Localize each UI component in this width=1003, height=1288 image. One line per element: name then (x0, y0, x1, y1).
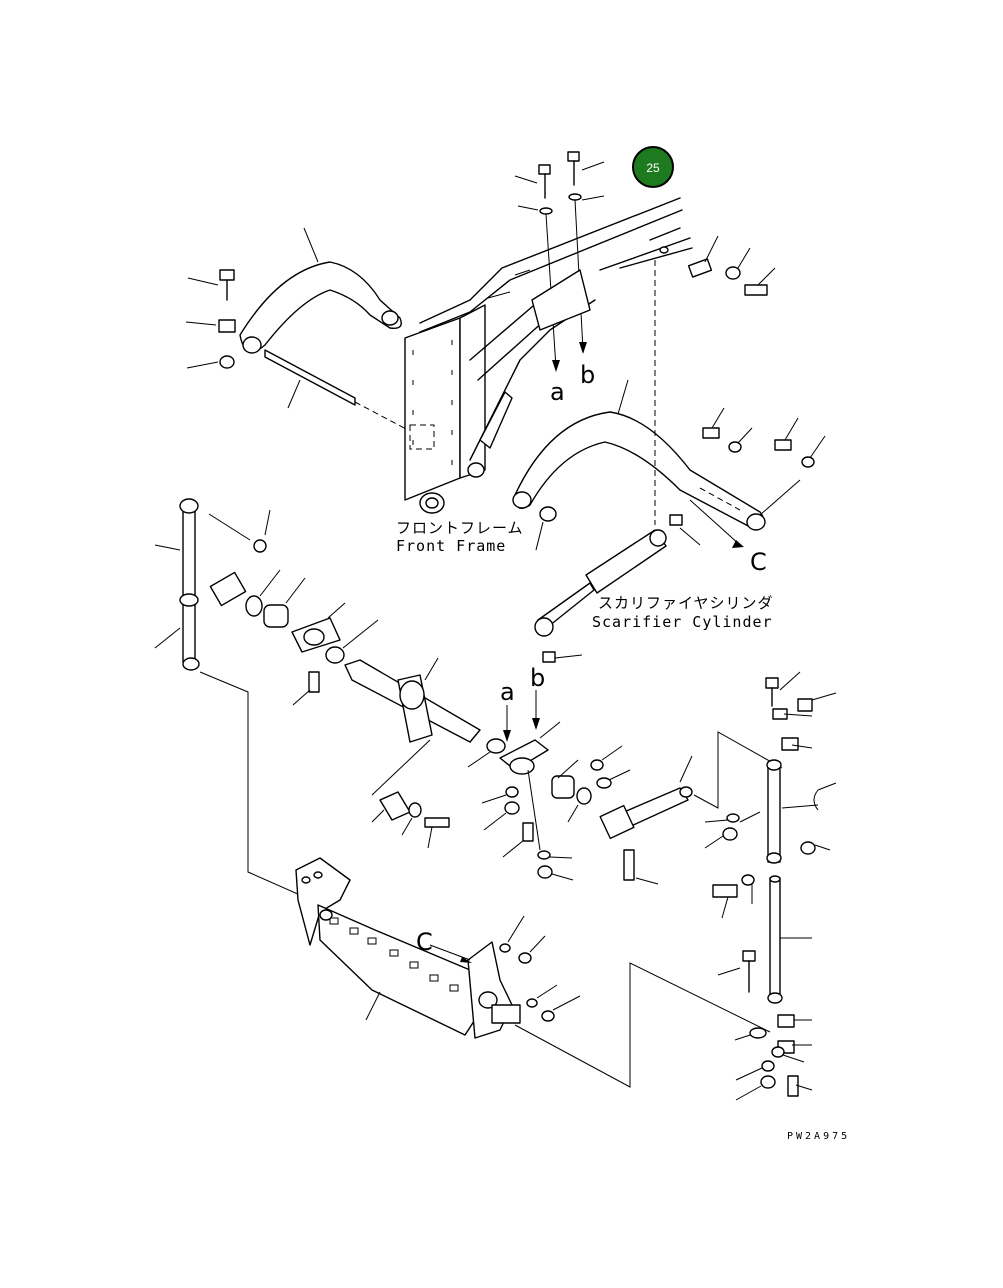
scarifier-label-en: Scarifier Cylinder (592, 613, 773, 631)
ref-a-top: a (550, 378, 565, 406)
ref-b-mid: b (530, 664, 545, 692)
ref-b-top: b (580, 361, 595, 389)
upper-left-arm (185, 227, 409, 431)
link-arm (599, 731, 783, 885)
scarifier-label-jp: スカリファイヤシリンダ (598, 594, 774, 612)
right-lifter-arm (512, 379, 826, 551)
front-frame-label-en: Front Frame (396, 537, 506, 555)
upper-right-pin-set (687, 235, 776, 296)
ref-c-right: C (750, 548, 767, 576)
ref-a-mid: a (500, 678, 515, 706)
left-link-rod (154, 498, 306, 896)
drawing-code: PW2A975 (787, 1131, 850, 1142)
middle-bracket (481, 690, 631, 881)
page-number: 25 (646, 161, 660, 175)
page-badge: 25 (632, 146, 674, 188)
right-pin-assembly (704, 671, 837, 1101)
front-frame (404, 197, 693, 514)
top-bolts (514, 151, 605, 372)
scarifier-beam (295, 857, 771, 1088)
scarifier-cylinder (534, 260, 701, 663)
rocker-shaft (291, 602, 506, 796)
ref-c-low: C (416, 928, 433, 956)
front-frame-label-jp: フロントフレーム (396, 519, 524, 537)
small-brackets (371, 791, 450, 849)
